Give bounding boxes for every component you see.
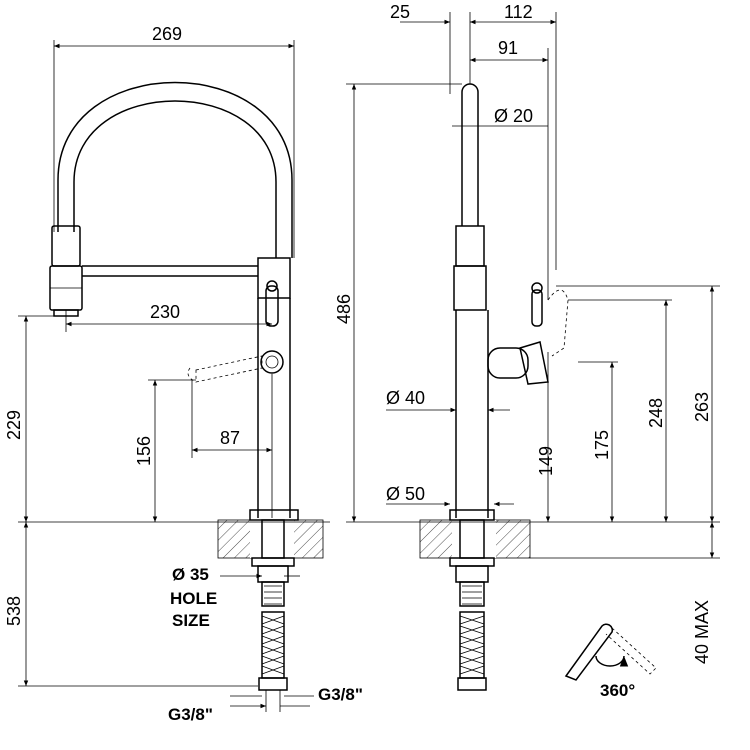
- side-reach-label: 112: [504, 2, 533, 22]
- front-width-label: 269: [152, 24, 182, 44]
- front-spray-head: [49, 225, 83, 317]
- front-thread-left-label: G3/8": [168, 705, 213, 724]
- front-hole-size-line1: HOLE: [170, 589, 217, 608]
- front-view: 269 230 229 156 87 538 Ø 35 HOLE SIZE G3…: [4, 24, 363, 724]
- side-lever: [487, 282, 569, 385]
- side-top-lever-height-label: 248: [646, 398, 666, 428]
- front-lever-offset-label: 87: [220, 428, 240, 448]
- side-offset-label: 25: [390, 2, 410, 22]
- rotation-360-icon: [564, 623, 657, 681]
- side-lever-height-label: 175: [592, 430, 612, 460]
- side-body-height-label: 149: [536, 446, 556, 476]
- front-height-label: 229: [4, 410, 24, 440]
- side-spout-reach-label: 91: [498, 38, 518, 58]
- side-view: 25 112 91 Ø 20 486 Ø 40 Ø 50 149 175 248…: [334, 2, 720, 700]
- front-shank-and-hoses: [251, 519, 295, 712]
- side-spout-diameter-label: Ø 20: [494, 106, 533, 126]
- front-arched-spout: [57, 81, 293, 258]
- side-spout: [449, 83, 495, 521]
- front-faucet-body: [249, 257, 299, 521]
- rotation-360-label: 360°: [600, 681, 635, 700]
- side-body-diameter-label: Ø 40: [386, 388, 425, 408]
- side-counter-thickness-label: 40 MAX: [692, 600, 712, 664]
- side-shank-and-hoses: [449, 519, 495, 691]
- front-hole-diameter-label: Ø 35: [172, 565, 209, 584]
- front-reach-label: 230: [150, 302, 180, 322]
- front-lever-height-label: 156: [134, 436, 154, 466]
- front-hole-size-line2: SIZE: [172, 611, 210, 630]
- front-thread-right-label: G3/8": [318, 685, 363, 704]
- front-hose-length-label: 538: [4, 596, 24, 626]
- side-base-diameter-label: Ø 50: [386, 484, 425, 504]
- side-total-height-label: 486: [334, 294, 354, 324]
- side-max-height-label: 263: [692, 392, 712, 422]
- front-lever-swung: [187, 355, 263, 383]
